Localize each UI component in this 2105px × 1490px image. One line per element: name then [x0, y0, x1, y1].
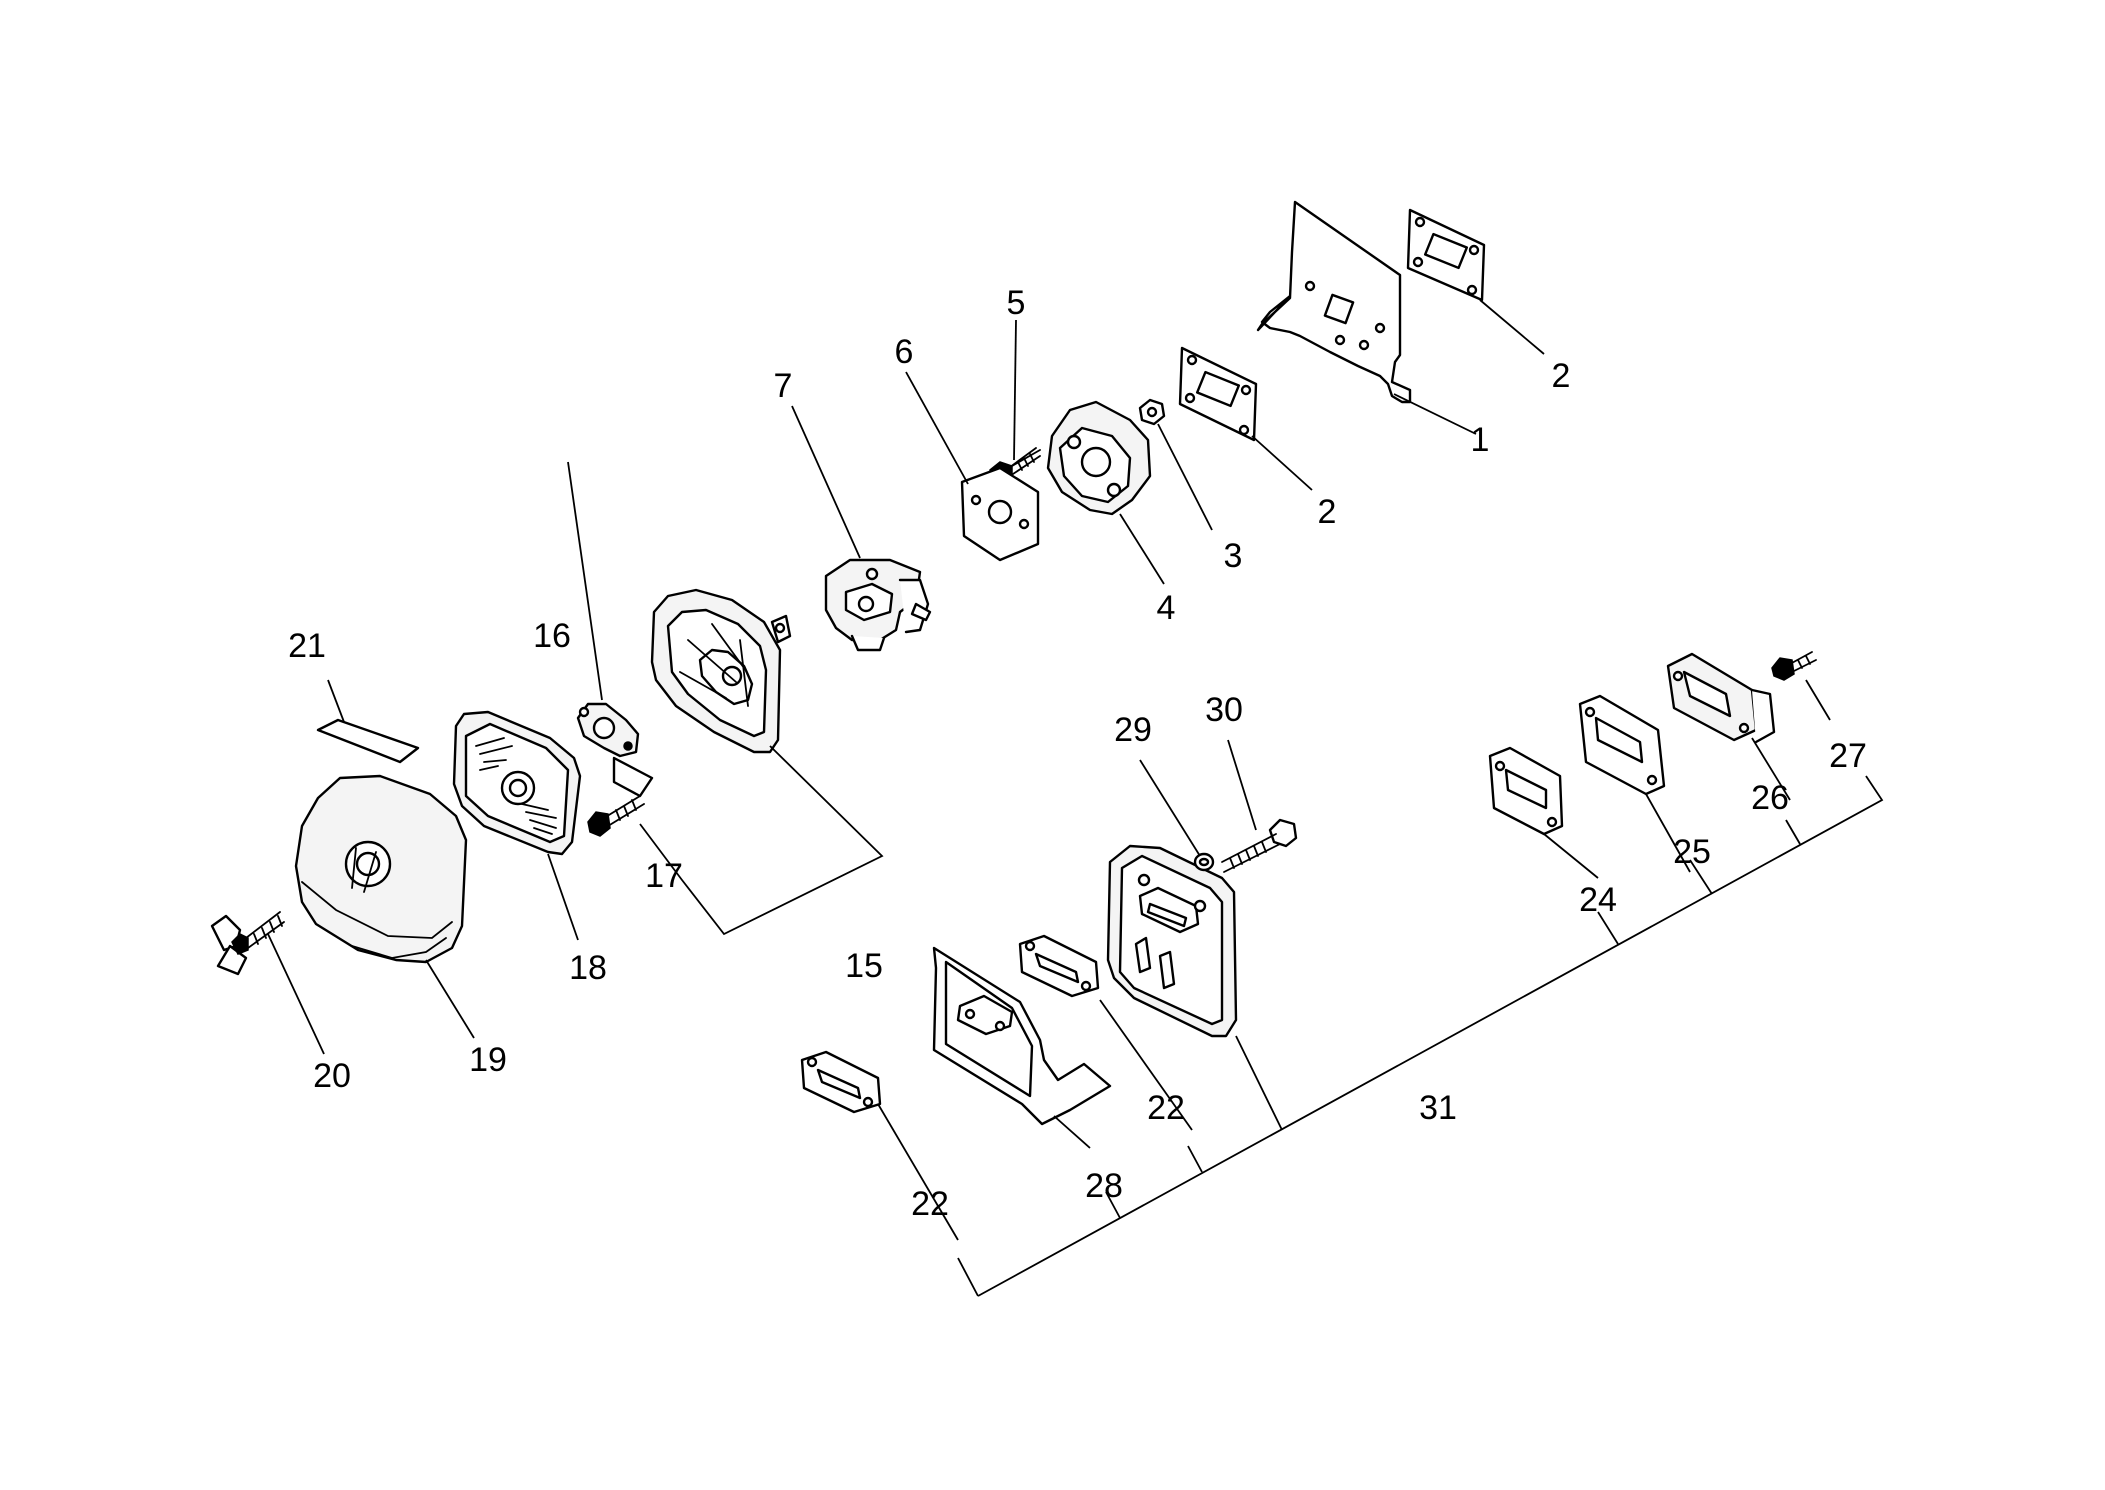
- callout-19: 19: [469, 1041, 507, 1079]
- callout-24: 24: [1579, 881, 1617, 919]
- bolt-17: [587, 756, 654, 837]
- insulator-block: [1046, 400, 1152, 516]
- filter-element: [452, 710, 582, 856]
- spark-arrester: [1666, 652, 1776, 744]
- callout-22-upper: 22: [1147, 1089, 1185, 1127]
- callout-labels: 1 2 2 3 4 5 6 7 15 16 17 18 19 20 21 22 …: [288, 284, 1867, 1223]
- screw-27: [1771, 651, 1817, 681]
- air-cleaner-case: [650, 588, 792, 754]
- callout-26: 26: [1751, 779, 1789, 817]
- muffler-shield: [932, 946, 1112, 1126]
- callout-4: 4: [1157, 589, 1176, 627]
- callout-17: 17: [645, 857, 683, 895]
- callout-27: 27: [1829, 737, 1867, 775]
- gasket-upper: [1406, 208, 1486, 302]
- choke-shutter: [576, 702, 640, 758]
- callout-15: 15: [845, 947, 883, 985]
- bolt-30: [1221, 818, 1298, 873]
- callout-16: 16: [533, 617, 571, 655]
- air-cleaner-cover: [294, 774, 468, 964]
- callout-25: 25: [1673, 833, 1711, 871]
- callout-30: 30: [1205, 691, 1243, 729]
- callout-7: 7: [774, 367, 793, 405]
- callout-5: 5: [1007, 284, 1026, 322]
- callout-18: 18: [569, 949, 607, 987]
- callout-22-lower: 22: [911, 1185, 949, 1223]
- callout-3: 3: [1224, 537, 1243, 575]
- callout-2-upper: 2: [1552, 357, 1571, 395]
- washer: [1193, 852, 1215, 872]
- gasket-25: [1578, 694, 1666, 796]
- label-21: [316, 718, 420, 764]
- callout-31: 31: [1419, 1089, 1457, 1127]
- gasket-24: [1488, 746, 1564, 836]
- callout-6: 6: [895, 333, 914, 371]
- gasket-22-upper: [1018, 934, 1100, 998]
- callout-29: 29: [1114, 711, 1152, 749]
- callout-28: 28: [1085, 1167, 1123, 1205]
- callout-1: 1: [1471, 421, 1490, 459]
- gasket-middle: [1178, 346, 1258, 442]
- gasket-6: [960, 466, 1040, 562]
- leader-lines: [267, 299, 1884, 1297]
- muffler: [1106, 844, 1238, 1038]
- callout-2-middle: 2: [1318, 493, 1337, 531]
- callout-20: 20: [313, 1057, 351, 1095]
- nut: [1138, 398, 1166, 426]
- carburetor: [824, 558, 932, 652]
- insulator-plate: [1256, 200, 1412, 404]
- gasket-22-lower: [800, 1050, 882, 1114]
- wing-bolt: [210, 911, 285, 976]
- callout-21: 21: [288, 627, 326, 665]
